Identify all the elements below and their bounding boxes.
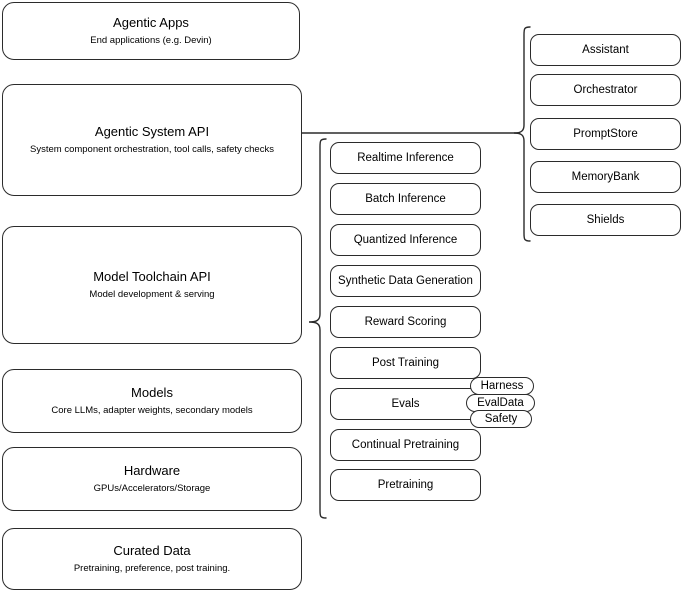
layer-subtitle: Pretraining, preference, post training. bbox=[73, 563, 231, 574]
eval-tag-evaldata[interactable]: EvalData bbox=[466, 394, 535, 412]
component-box-continual-pretraining[interactable]: Continual Pretraining bbox=[330, 429, 481, 461]
layer-subtitle: Model development & serving bbox=[89, 289, 215, 300]
component-label: Orchestrator bbox=[573, 84, 638, 96]
component-label: Realtime Inference bbox=[357, 152, 454, 164]
component-label: Reward Scoring bbox=[364, 316, 447, 328]
layer-title: Agentic Apps bbox=[113, 15, 189, 30]
component-label: Synthetic Data Generation bbox=[338, 275, 473, 287]
layer-box-model-toolchain-api[interactable]: Model Toolchain API Model development & … bbox=[2, 226, 302, 344]
layer-box-agentic-system-api[interactable]: Agentic System API System component orch… bbox=[2, 84, 302, 196]
component-label: Batch Inference bbox=[365, 193, 446, 205]
layer-box-hardware[interactable]: Hardware GPUs/Accelerators/Storage bbox=[2, 447, 302, 511]
layer-subtitle: System component orchestration, tool cal… bbox=[30, 144, 274, 155]
component-box-shields[interactable]: Shields bbox=[530, 204, 681, 236]
layer-box-models[interactable]: Models Core LLMs, adapter weights, secon… bbox=[2, 369, 302, 433]
component-label: PromptStore bbox=[573, 128, 638, 140]
component-box-memorybank[interactable]: MemoryBank bbox=[530, 161, 681, 193]
component-box-promptstore[interactable]: PromptStore bbox=[530, 118, 681, 150]
brace-toolchain-components bbox=[306, 138, 328, 520]
component-box-evals[interactable]: Evals bbox=[330, 388, 481, 420]
layer-box-curated-data[interactable]: Curated Data Pretraining, preference, po… bbox=[2, 528, 302, 590]
component-label: Quantized Inference bbox=[353, 234, 458, 246]
component-label: Continual Pretraining bbox=[351, 439, 460, 451]
eval-tag-harness[interactable]: Harness bbox=[470, 377, 534, 395]
layer-subtitle: End applications (e.g. Devin) bbox=[90, 35, 212, 46]
component-label: Pretraining bbox=[377, 479, 434, 491]
component-box-quantized-inference[interactable]: Quantized Inference bbox=[330, 224, 481, 256]
component-label: Assistant bbox=[582, 44, 629, 56]
brace-system-components bbox=[512, 26, 532, 242]
component-label: MemoryBank bbox=[571, 171, 640, 183]
component-box-post-training[interactable]: Post Training bbox=[330, 347, 481, 379]
component-label: Evals bbox=[391, 398, 420, 410]
layer-title: Models bbox=[131, 385, 173, 400]
component-box-pretraining[interactable]: Pretraining bbox=[330, 469, 481, 501]
connector-system-api-to-components bbox=[300, 126, 522, 140]
eval-tag-label: EvalData bbox=[477, 396, 524, 409]
component-box-reward-scoring[interactable]: Reward Scoring bbox=[330, 306, 481, 338]
eval-tag-label: Safety bbox=[484, 412, 518, 425]
layer-title: Curated Data bbox=[113, 543, 191, 558]
component-label: Post Training bbox=[371, 357, 440, 369]
layer-box-agentic-apps[interactable]: Agentic Apps End applications (e.g. Devi… bbox=[2, 2, 300, 60]
component-box-batch-inference[interactable]: Batch Inference bbox=[330, 183, 481, 215]
component-box-orchestrator[interactable]: Orchestrator bbox=[530, 74, 681, 106]
layer-title: Hardware bbox=[123, 463, 181, 478]
component-box-assistant[interactable]: Assistant bbox=[530, 34, 681, 66]
eval-tag-safety[interactable]: Safety bbox=[470, 410, 532, 428]
component-box-realtime-inference[interactable]: Realtime Inference bbox=[330, 142, 481, 174]
component-label: Shields bbox=[586, 214, 625, 226]
layer-subtitle: GPUs/Accelerators/Storage bbox=[93, 483, 211, 494]
component-box-synthetic-data-generation[interactable]: Synthetic Data Generation bbox=[330, 265, 481, 297]
eval-tag-label: Harness bbox=[480, 379, 524, 392]
layer-title: Model Toolchain API bbox=[93, 269, 211, 284]
layer-subtitle: Core LLMs, adapter weights, secondary mo… bbox=[51, 405, 253, 416]
layer-title: Agentic System API bbox=[94, 124, 210, 139]
